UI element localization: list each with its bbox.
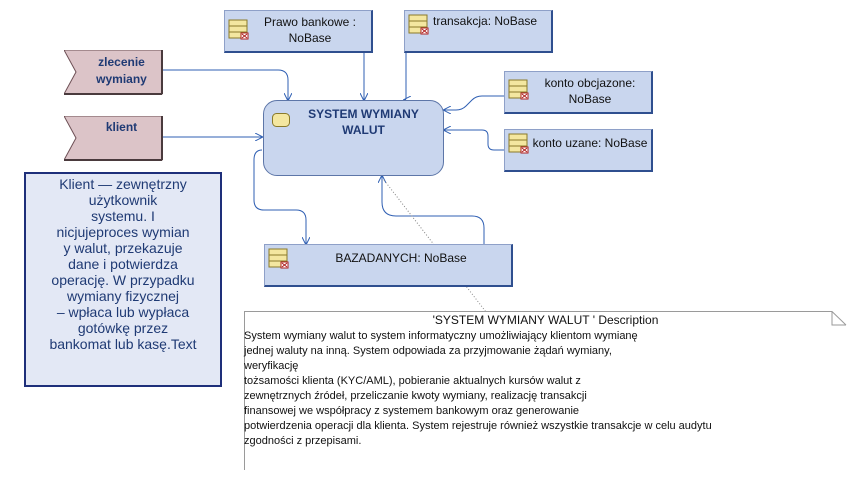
prawo-line1: Prawo bankowe : [263, 15, 357, 29]
data-store-icon [508, 79, 530, 101]
data-store-icon [268, 248, 290, 270]
flow-konto-uzane-to-system [444, 130, 504, 151]
client-note[interactable]: Klient — zewnętrzny użytkownik systemu. … [24, 172, 222, 387]
object-bazadanych[interactable]: BAZADANYCH: NoBase [264, 244, 513, 287]
data-store-icon [228, 19, 250, 41]
external-shape [64, 116, 163, 161]
flow-zlecenie-to-system [162, 69, 288, 100]
bazadanych-label: BAZADANYCH: NoBase [335, 251, 467, 265]
object-konto-uzane[interactable]: konto uzane: NoBase [504, 129, 653, 172]
flow-system-to-baza [253, 149, 306, 244]
klient-label: klient [105, 120, 138, 134]
flow-konto-obc-to-system [444, 95, 504, 110]
process-title-line1: SYSTEM WYMIANY [308, 107, 419, 121]
description-title: 'SYSTEM WYMIANY WALUT ' Description [432, 313, 659, 327]
external-klient[interactable]: klient [64, 116, 163, 161]
description-anchor-line [383, 179, 487, 313]
flow-baza-to-system [382, 176, 485, 244]
description-panel[interactable]: 'SYSTEM WYMIANY WALUT ' Description Syst… [244, 311, 847, 471]
konto-obc-line1: konto obcjazone: [544, 76, 636, 90]
client-note-text: Klient — zewnętrzny użytkownik systemu. … [49, 176, 197, 352]
data-store-icon [408, 14, 430, 36]
description-frame [244, 311, 847, 470]
prawo-line2: NoBase [288, 31, 332, 45]
object-konto-obcjazone[interactable]: konto obcjazone: NoBase [504, 71, 653, 114]
transakcja-label: transakcja: NoBase [433, 14, 538, 28]
zlecenie-line2: wymiany [96, 72, 147, 86]
process-icon [272, 113, 290, 127]
external-shape [64, 50, 163, 95]
flow-transakcja-to-system [404, 52, 406, 100]
object-prawo-bankowe[interactable]: Prawo bankowe : NoBase [224, 10, 373, 53]
data-store-icon [508, 133, 530, 155]
process-title-line2: WALUT [342, 123, 385, 137]
process-system-wymiany-walut[interactable]: SYSTEM WYMIANY WALUT [263, 100, 444, 176]
konto-uzane-label: konto uzane: NoBase [532, 136, 648, 150]
zlecenie-line1: zlecenie [98, 55, 145, 69]
object-transakcja[interactable]: transakcja: NoBase [404, 10, 553, 53]
description-body: System wymiany walut to system informaty… [244, 330, 712, 447]
external-zlecenie-wymiany[interactable]: zlecenie wymiany [64, 50, 163, 95]
konto-obc-line2: NoBase [568, 92, 612, 106]
